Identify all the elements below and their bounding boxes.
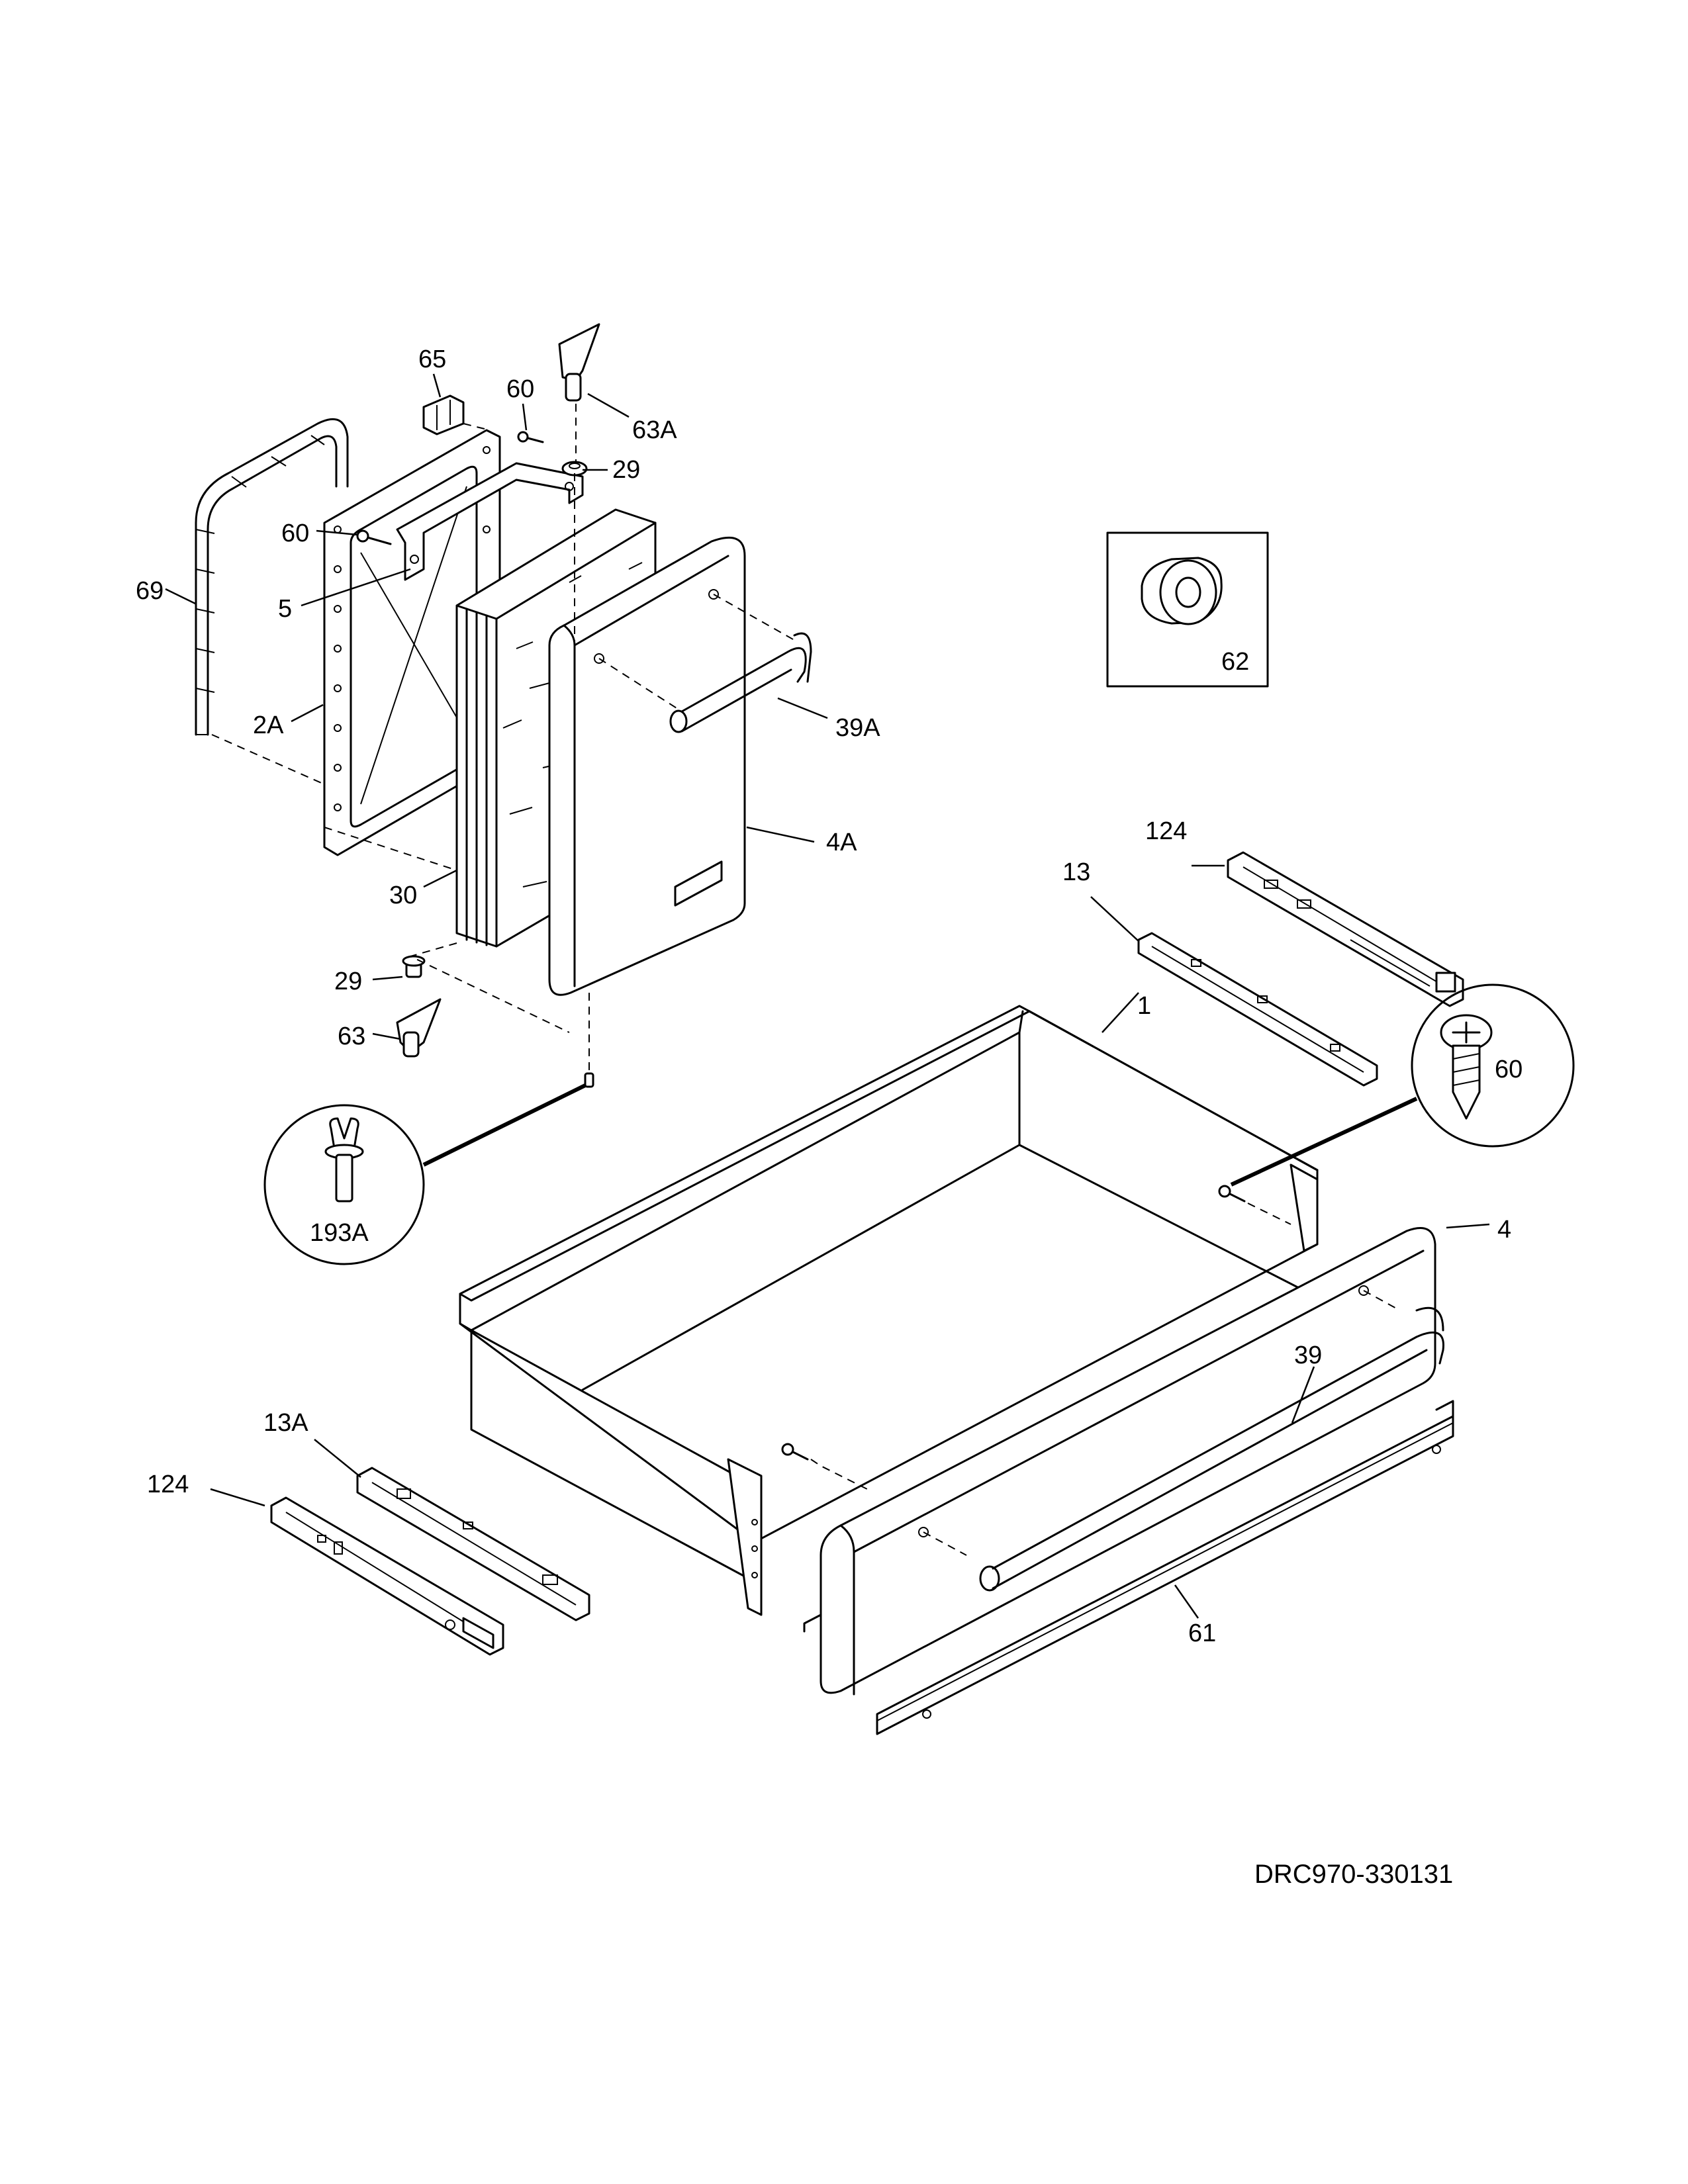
callout-13: 13 bbox=[1062, 858, 1090, 886]
callout-39: 39 bbox=[1294, 1342, 1322, 1369]
screw-60-drawer-right bbox=[1218, 1185, 1246, 1203]
rail-124-right bbox=[1227, 851, 1464, 1007]
slide-13A-left bbox=[356, 1467, 590, 1621]
callout-30: 30 bbox=[389, 882, 417, 909]
callout-29-upper: 29 bbox=[612, 456, 640, 484]
drawer-trim-strip bbox=[803, 1400, 1454, 1735]
slide-13-right bbox=[1137, 932, 1378, 1087]
clip-193A-inset bbox=[263, 1083, 586, 1265]
callout-63A: 63A bbox=[632, 416, 677, 444]
latch-63A bbox=[558, 323, 600, 402]
callout-1: 1 bbox=[1137, 992, 1151, 1020]
callout-61: 61 bbox=[1188, 1619, 1216, 1647]
callout-65: 65 bbox=[418, 345, 446, 373]
callout-69: 69 bbox=[136, 577, 164, 605]
callout-60-left: 60 bbox=[281, 520, 309, 547]
drawer-alignment-lines bbox=[810, 1203, 1401, 1556]
drawer-handle bbox=[979, 1306, 1444, 1592]
callout-4A: 4A bbox=[826, 829, 857, 856]
door-clip bbox=[422, 394, 465, 435]
spacer-29-lower bbox=[402, 955, 426, 978]
callout-4: 4 bbox=[1497, 1216, 1511, 1244]
callout-60-upper: 60 bbox=[506, 375, 534, 403]
pin-193A-small bbox=[584, 1072, 594, 1088]
drawer-body bbox=[459, 1005, 1319, 1616]
callout-5: 5 bbox=[278, 595, 292, 623]
door-handle bbox=[669, 632, 812, 733]
callout-labels: 65 60 63A 29 60 69 5 2A 39A 4A 30 29 63 … bbox=[136, 345, 1523, 1647]
door-gasket bbox=[195, 418, 349, 736]
screw-60-left bbox=[356, 529, 392, 545]
callout-124-left: 124 bbox=[147, 1471, 189, 1498]
screw-60-upper bbox=[517, 431, 544, 443]
callout-29-lower: 29 bbox=[334, 968, 362, 995]
leader-lines bbox=[165, 373, 1490, 1619]
door-alignment-lines bbox=[211, 404, 798, 1072]
callout-60-inset: 60 bbox=[1495, 1056, 1523, 1083]
callout-39A: 39A bbox=[835, 714, 880, 742]
callout-193A: 193A bbox=[310, 1219, 369, 1247]
callout-62: 62 bbox=[1221, 648, 1249, 676]
callout-124-right: 124 bbox=[1145, 817, 1187, 845]
callout-13A: 13A bbox=[263, 1409, 308, 1437]
drawing-code: DRC970-330131 bbox=[1254, 1860, 1453, 1889]
rail-124-left bbox=[270, 1496, 504, 1656]
screw-60-inset bbox=[1230, 983, 1575, 1187]
callout-2A: 2A bbox=[253, 711, 284, 739]
screw-60-drawer-left bbox=[781, 1443, 809, 1461]
latch-63 bbox=[396, 998, 442, 1058]
callout-63: 63 bbox=[338, 1023, 365, 1050]
bumper-62-inset bbox=[1106, 531, 1269, 688]
drawer-front-panel bbox=[820, 1227, 1436, 1696]
